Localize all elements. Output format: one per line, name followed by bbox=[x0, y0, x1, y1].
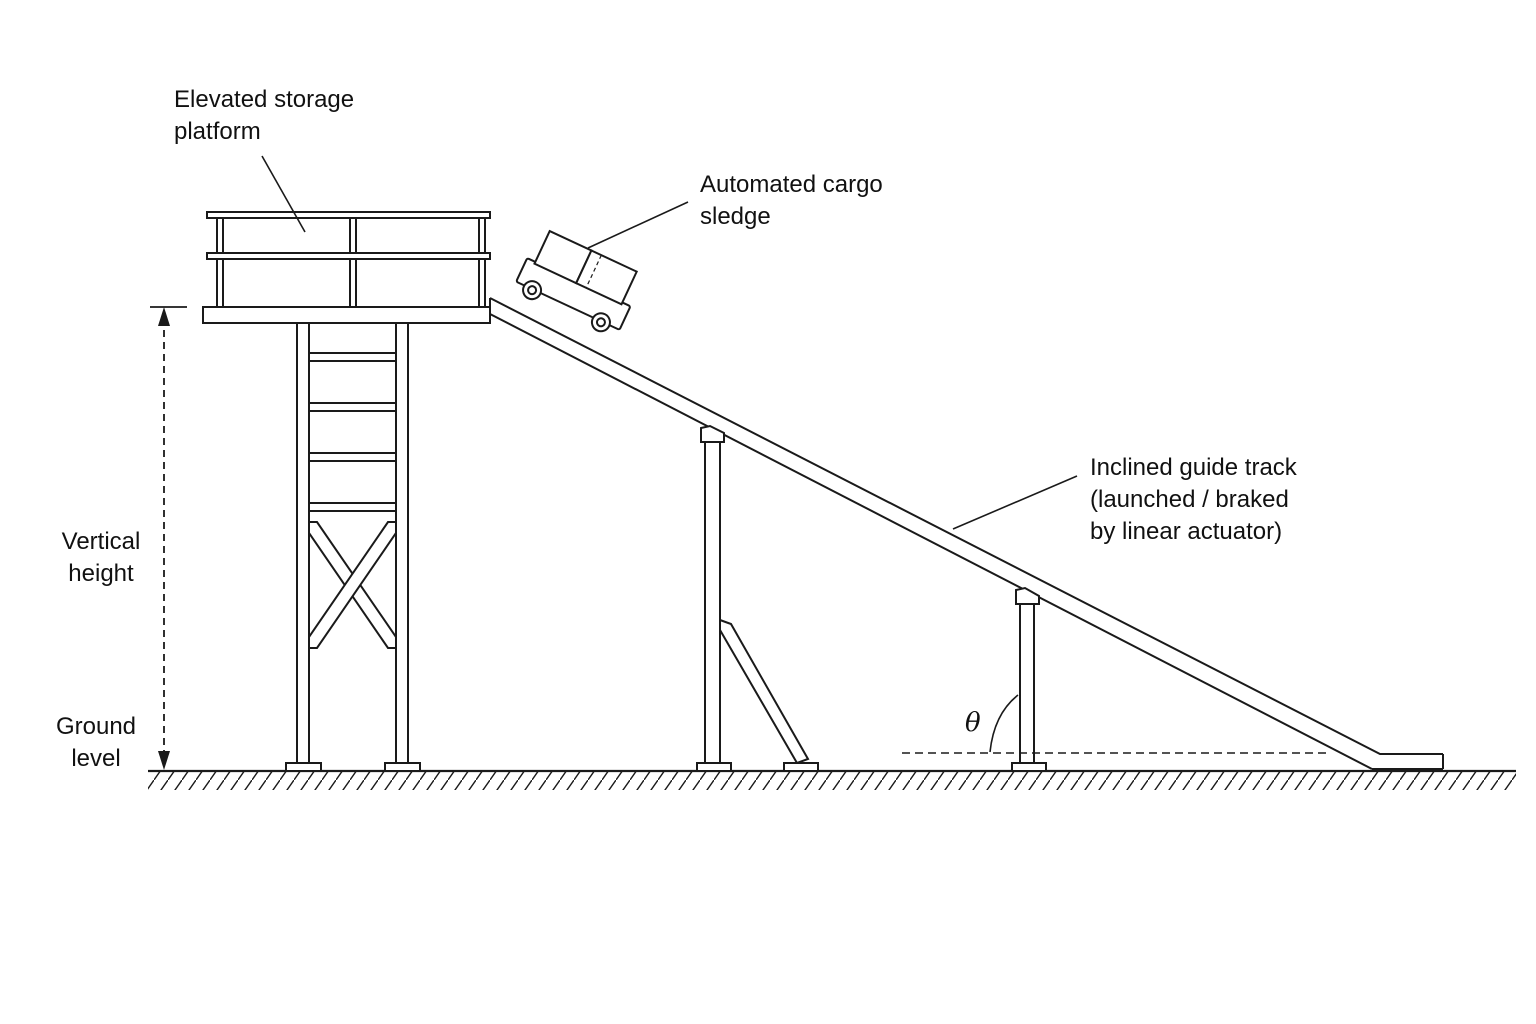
sledge-label-line1: Automated cargo bbox=[700, 171, 883, 198]
track-label-line2: (launched / braked bbox=[1090, 486, 1289, 513]
sledge-label-line2: sledge bbox=[700, 203, 771, 230]
platform-deck bbox=[203, 212, 490, 323]
angle-indicator bbox=[902, 695, 1330, 753]
leader-lines bbox=[262, 156, 1077, 529]
ground bbox=[148, 771, 1516, 790]
sledge-label: Automated cargo sledge bbox=[700, 169, 883, 233]
track-support-2 bbox=[1012, 588, 1046, 771]
height-label: Vertical height bbox=[48, 526, 154, 590]
platform-label-line2: platform bbox=[174, 118, 261, 145]
height-label-line2: height bbox=[68, 560, 134, 587]
track-label: Inclined guide track (launched / braked … bbox=[1090, 452, 1297, 548]
track-support-1 bbox=[697, 426, 818, 771]
platform-label: Elevated storage platform bbox=[174, 84, 354, 148]
cargo-sledge bbox=[512, 227, 645, 339]
inclined-track bbox=[490, 298, 1443, 769]
height-dimension bbox=[150, 307, 187, 770]
ground-label: Ground level bbox=[42, 711, 150, 775]
platform-tower bbox=[286, 323, 420, 771]
track-label-line3: by linear actuator) bbox=[1090, 518, 1283, 545]
track-label-line1: Inclined guide track bbox=[1090, 454, 1297, 481]
angle-label: θ bbox=[965, 708, 981, 738]
height-label-line1: Vertical bbox=[61, 528, 141, 555]
ground-label-line1: Ground bbox=[55, 713, 137, 740]
platform-label-line1: Elevated storage bbox=[174, 86, 355, 113]
ground-label-line2: level bbox=[71, 745, 121, 772]
